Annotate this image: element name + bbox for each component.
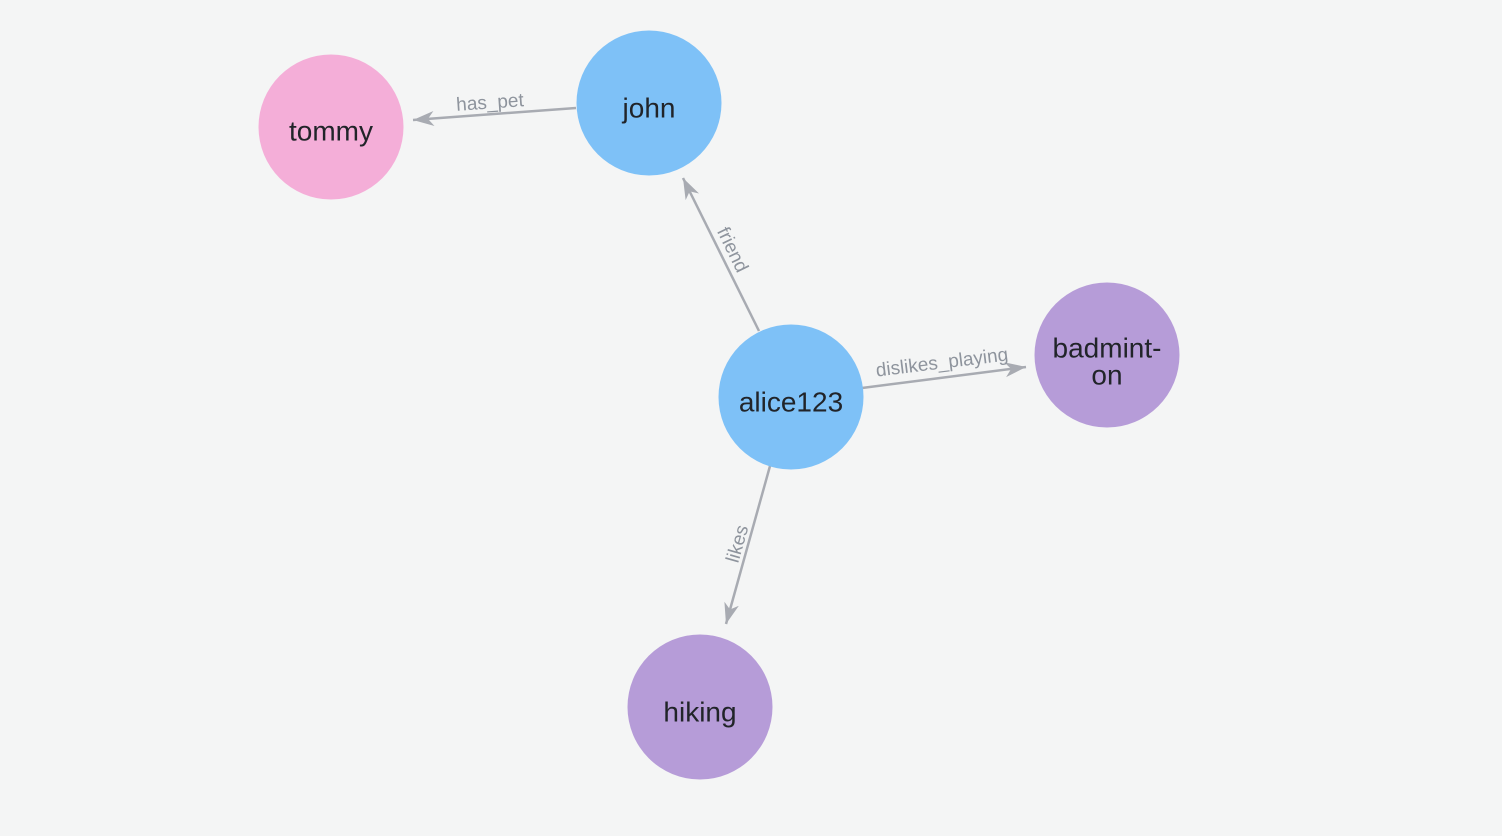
edge-dislikes-playing[interactable]: dislikes_playing [861, 344, 1027, 390]
edge-likes-line[interactable] [724, 465, 772, 625]
edge-has-pet-label[interactable]: has_pet [456, 90, 526, 116]
node-tommy[interactable]: tommy [258, 54, 404, 200]
node-alice123-label: alice123 [739, 387, 843, 418]
node-john-circle[interactable] [576, 30, 722, 176]
edge-likes[interactable]: likes [723, 465, 772, 625]
node-badminton-label-line2: on [1091, 360, 1122, 391]
node-john[interactable]: john [576, 30, 722, 176]
edge-friend[interactable]: friend [681, 177, 761, 332]
node-john-label: john [622, 93, 676, 124]
edge-friend-line[interactable] [681, 177, 761, 332]
node-hiking-circle[interactable] [627, 634, 773, 780]
edge-dislikes-playing-line[interactable] [861, 362, 1027, 390]
edge-dislikes-playing-label[interactable]: dislikes_playing [875, 344, 1010, 381]
edge-has-pet-line[interactable] [412, 106, 577, 126]
node-hiking[interactable]: hiking [627, 634, 773, 780]
node-hiking-label: hiking [663, 697, 736, 728]
node-alice123[interactable]: alice123 [718, 324, 864, 470]
edge-likes-label[interactable]: likes [723, 523, 754, 565]
node-badminton[interactable]: badmint- on [1034, 282, 1180, 428]
node-tommy-circle[interactable] [258, 54, 404, 200]
node-tommy-label: tommy [289, 116, 373, 147]
node-alice123-circle[interactable] [718, 324, 864, 470]
node-badminton-circle[interactable] [1034, 282, 1180, 428]
edge-has-pet[interactable]: has_pet [412, 90, 577, 126]
node-badminton-label-line1: badmint- [1053, 333, 1162, 364]
